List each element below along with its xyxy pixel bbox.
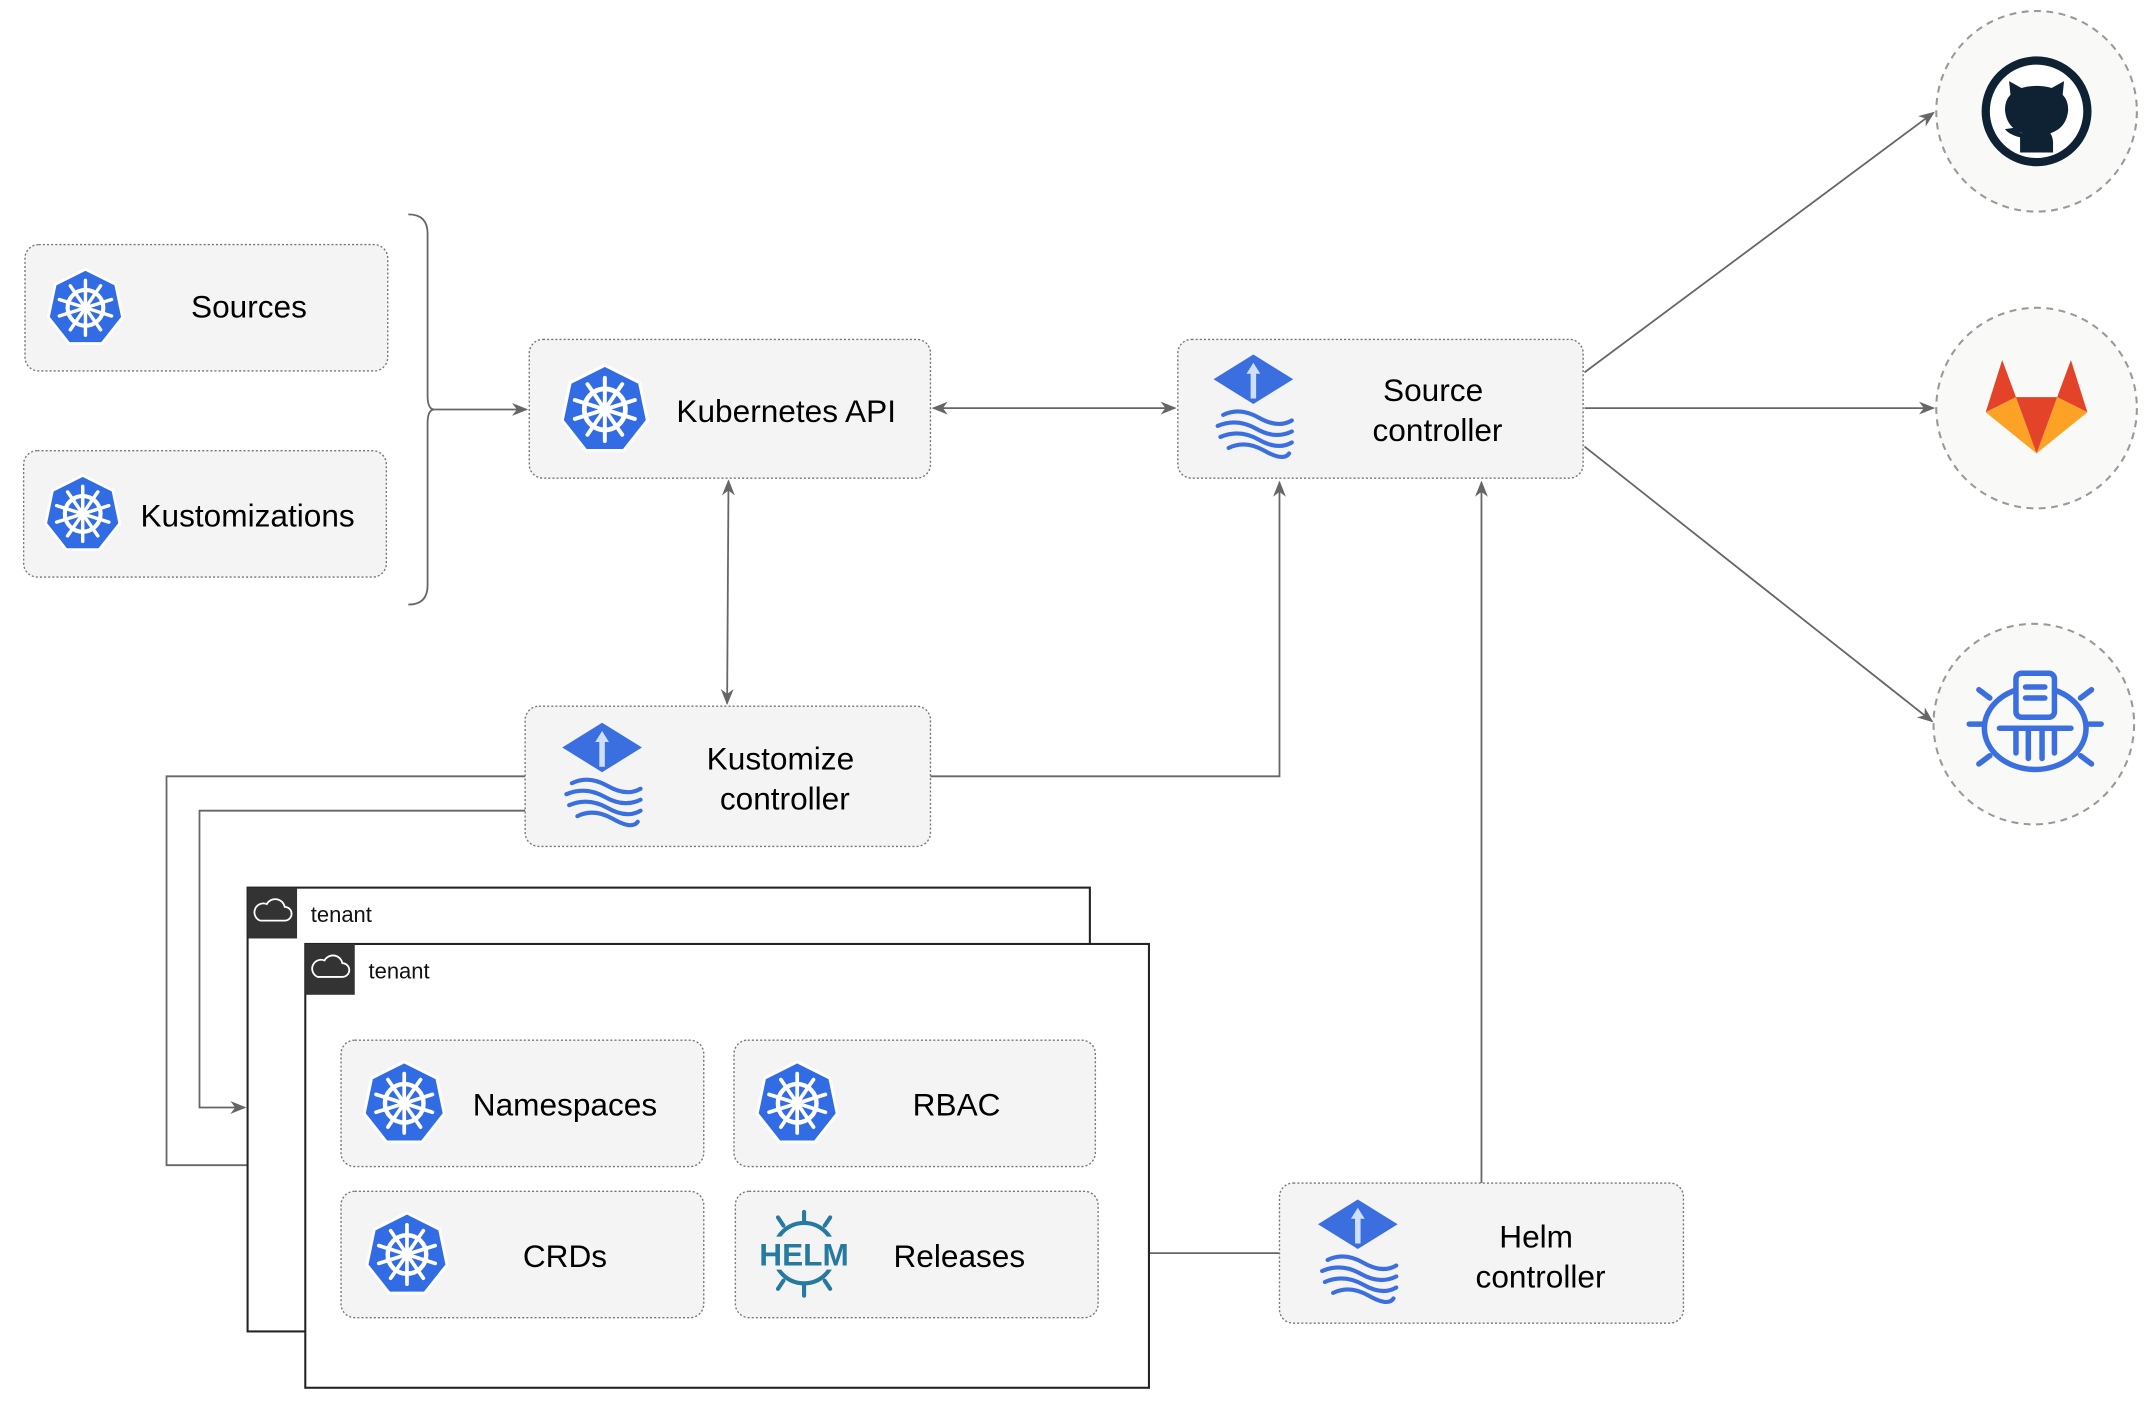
helm-controller-label: Helm controller (1476, 1219, 1606, 1295)
tenant-label: tenant (369, 958, 430, 983)
namespaces-label: Namespaces (473, 1087, 657, 1123)
releases-node[interactable]: HELM Releases (734, 1190, 1099, 1319)
rbac-node[interactable]: RBAC (733, 1039, 1097, 1168)
bucket-node[interactable] (1932, 622, 2136, 826)
grouping-brace (408, 213, 435, 606)
crds-node[interactable]: CRDs (340, 1190, 705, 1319)
kustomize-controller-label: Kustomize controller (707, 740, 863, 816)
helm-controller-node[interactable]: Helm controller (1278, 1182, 1685, 1324)
kubernetes-api-node[interactable]: Kubernetes API (528, 338, 932, 479)
edge-kustomize-to-tenant-front (165, 775, 526, 1172)
kustomizations-label: Kustomizations (140, 497, 354, 533)
crds-label: CRDs (523, 1238, 607, 1274)
edge-source-to-github (1583, 111, 1935, 374)
namespaces-node[interactable]: Namespaces (340, 1039, 705, 1168)
tenant-label: tenant (311, 902, 372, 927)
gitlab-node[interactable] (1935, 306, 2138, 510)
svg-text:HELM: HELM (759, 1236, 849, 1272)
sources-node[interactable]: Sources (24, 243, 389, 372)
kustomizations-node[interactable]: Kustomizations (22, 449, 388, 578)
kubernetes-api-label: Kubernetes API (676, 393, 896, 429)
rbac-label: RBAC (913, 1087, 1001, 1123)
bucket-icon (1966, 670, 2104, 773)
releases-label: Releases (893, 1238, 1025, 1274)
source-controller-label: Source controller (1373, 372, 1503, 448)
edge-source-to-bucket (1583, 445, 1934, 723)
sources-label: Sources (191, 288, 307, 324)
source-controller-node[interactable]: Source controller (1177, 338, 1584, 479)
edge-kustomize-to-source (930, 480, 1286, 778)
edge-api-kustomize-controller (720, 479, 735, 706)
github-node[interactable] (1935, 9, 2138, 213)
gitlab-icon (1985, 359, 2088, 454)
github-icon (1981, 56, 2092, 167)
kustomize-controller-node[interactable]: Kustomize controller (524, 705, 932, 848)
edge-kustomize-to-tenant-back (198, 809, 526, 1114)
helm-icon: HELM (755, 1209, 853, 1298)
